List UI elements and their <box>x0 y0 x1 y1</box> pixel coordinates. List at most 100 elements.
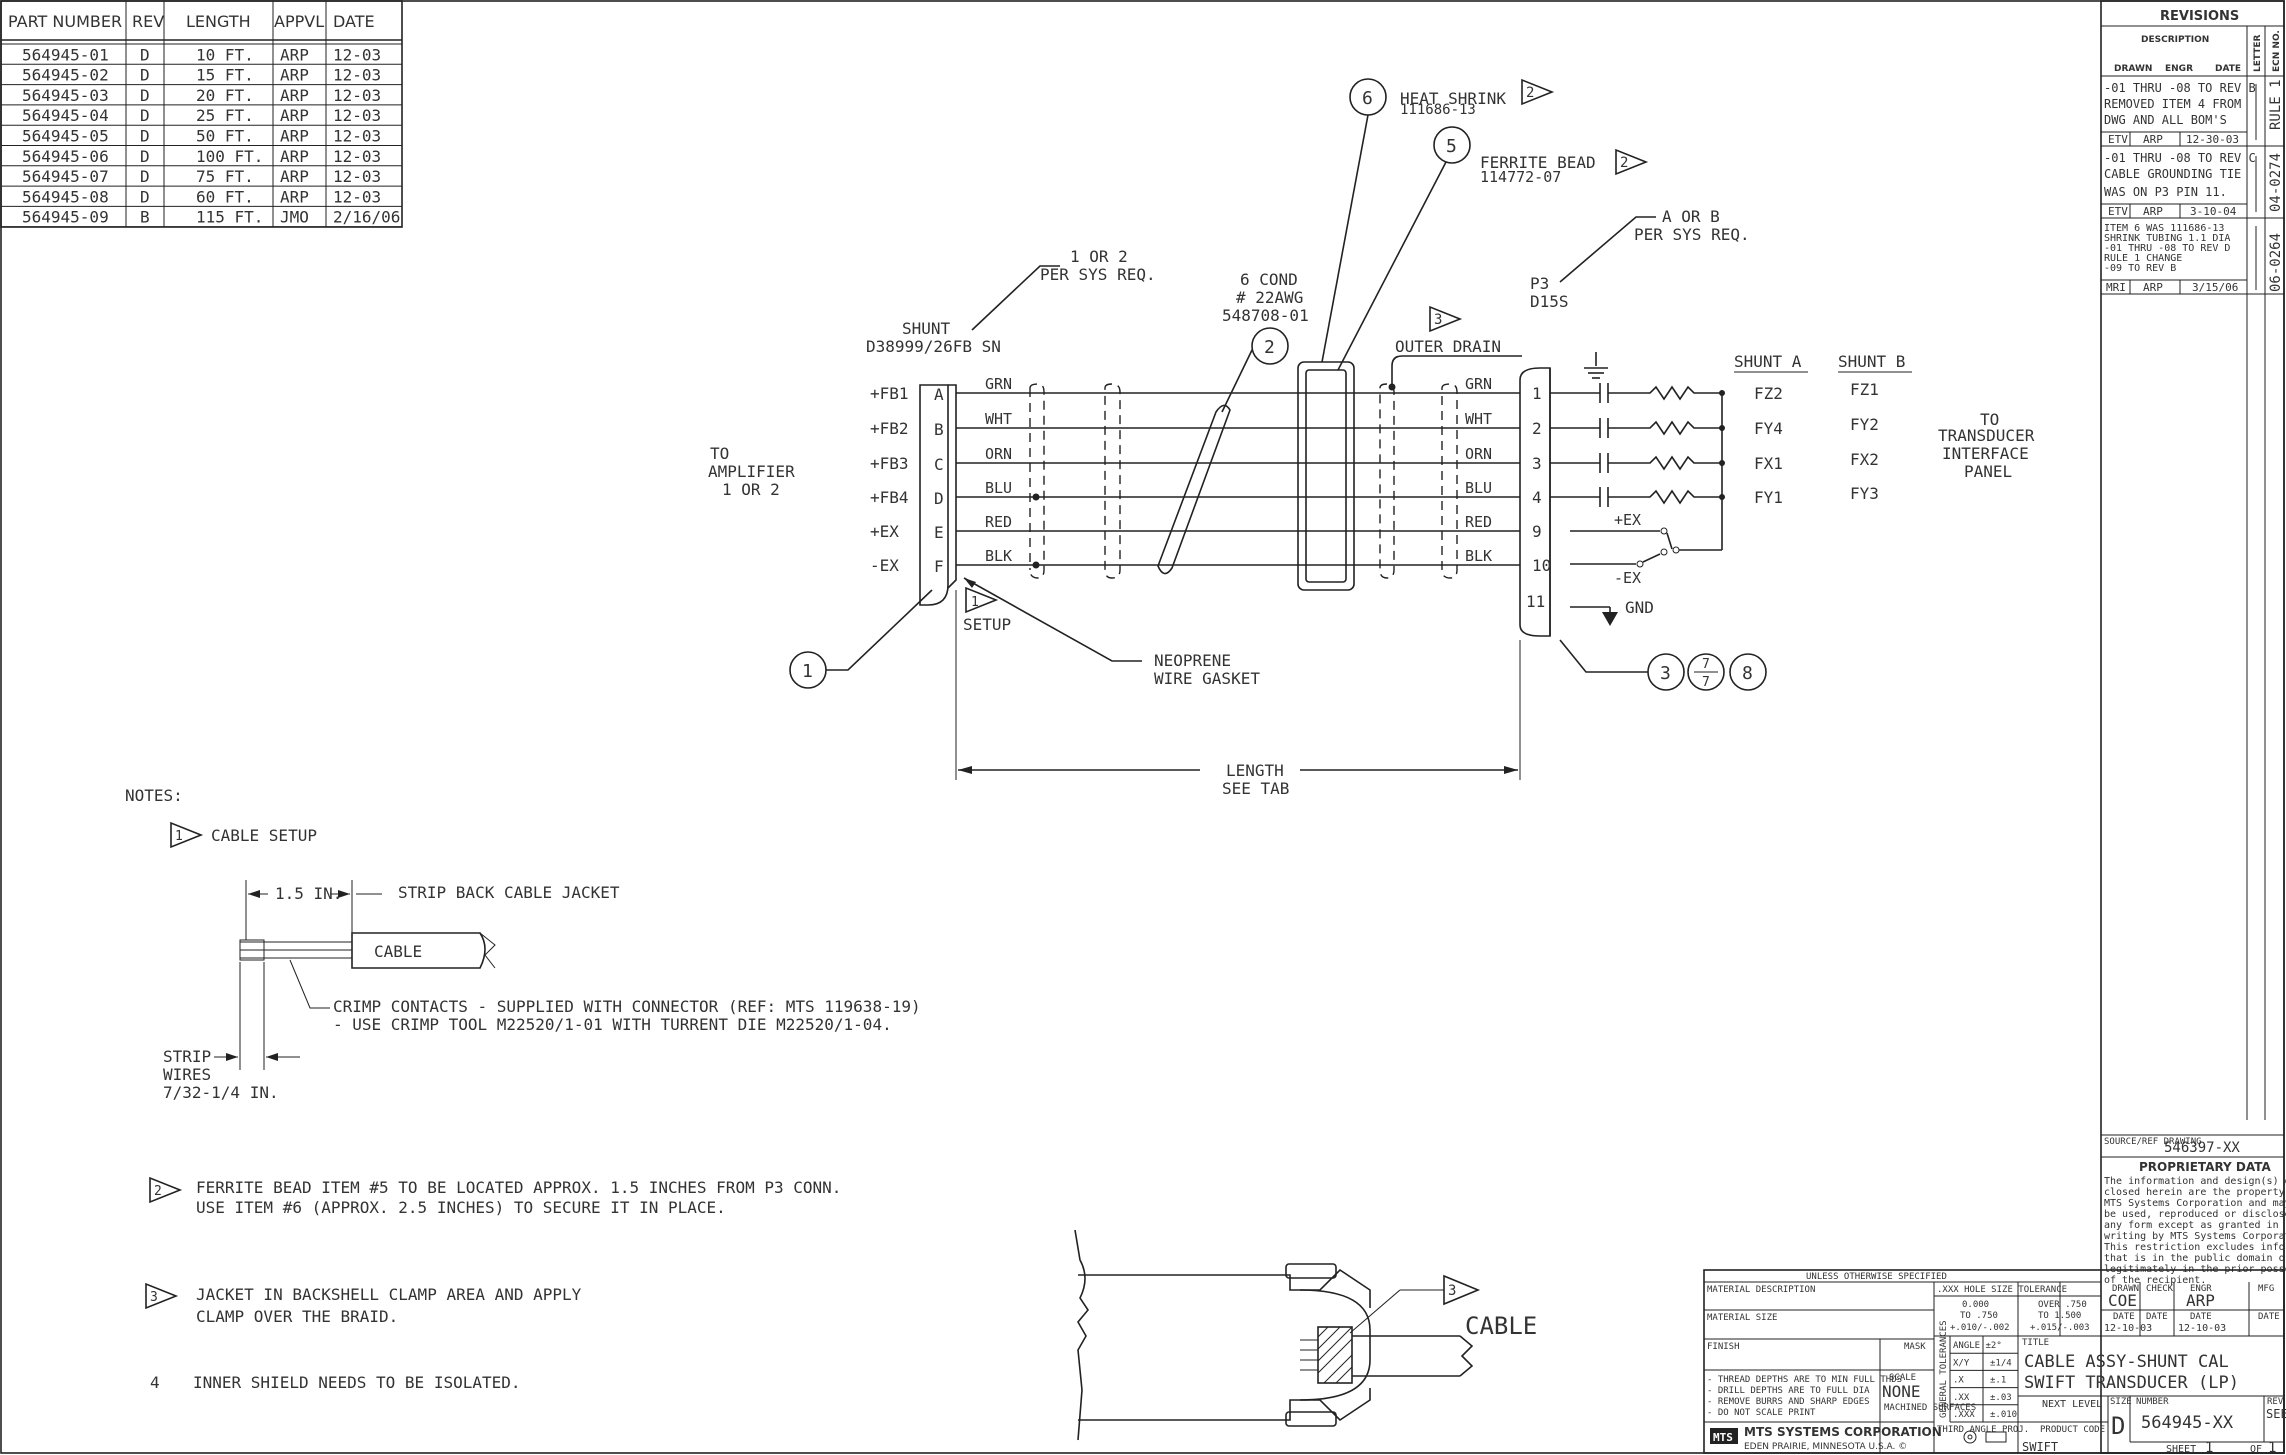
mfg-date-label: DATE <box>2258 1312 2280 1322</box>
wire-color-left: ORN <box>985 445 1012 463</box>
tab-cell: 564945-09 <box>22 208 109 227</box>
company-name: MTS SYSTEMS CORPORATION <box>1744 1425 1942 1439</box>
tab-cell: D <box>140 86 150 105</box>
ground-icon <box>1602 612 1618 626</box>
rev3-drawn: MRI <box>2106 281 2126 294</box>
tab-cell: B <box>140 208 150 227</box>
to-transducer-4: PANEL <box>1964 462 2012 481</box>
svg-text:1: 1 <box>175 829 183 844</box>
svg-text:6: 6 <box>1362 88 1373 109</box>
mfg-label: MFG <box>2258 1284 2274 1294</box>
outer-drain-label: OUTER DRAIN <box>1395 337 1501 356</box>
plus-ex-label: +EX <box>1614 511 1641 529</box>
strip-dimension: 1.5 IN. <box>275 884 342 903</box>
mask-label: MASK <box>1904 1342 1926 1352</box>
tab-cell: 12-03 <box>333 45 381 64</box>
tab-header-length: LENGTH <box>186 12 251 31</box>
wire-color-left: GRN <box>985 375 1012 393</box>
source-ref-label: SOURCE/REF DRAWING <box>2104 1137 2202 1147</box>
svg-text:3: 3 <box>150 1290 158 1305</box>
scale-label: SCALE <box>1889 1373 1916 1383</box>
projection-symbol-icon <box>1963 1430 1977 1444</box>
neoprene-1: NEOPRENE <box>1154 651 1231 670</box>
shunt-a-value: FZ2 <box>1754 384 1783 403</box>
title-label: TITLE <box>2022 1338 2049 1348</box>
wire-color-right: RED <box>1465 513 1492 531</box>
tab-cell: D <box>140 127 150 146</box>
rev-value: SEE TAB <box>2266 1407 2286 1421</box>
drawn-value: COE <box>2108 1291 2137 1310</box>
company-city: EDEN PRAIRIE, MINNESOTA U.S.A. © <box>1744 1442 1907 1452</box>
strip-back-text: STRIP BACK CABLE JACKET <box>398 883 620 902</box>
cable-label-1: 6 COND <box>1240 270 1298 289</box>
one-or-two-2: PER SYS REQ. <box>1040 265 1156 284</box>
minus-ex-label: -EX <box>1614 569 1641 587</box>
revisions-title: REVISIONS <box>2160 9 2239 24</box>
tab-cell: 50 FT. <box>196 127 254 146</box>
svg-text:5: 5 <box>1446 136 1457 157</box>
sheet-label: SHEET <box>2166 1444 2196 1455</box>
tab-cell: ARP <box>280 66 309 85</box>
rev2-line2: CABLE GROUNDING TIE <box>2104 167 2241 181</box>
tab-cell: 564945-08 <box>22 187 109 206</box>
check-label: CHECK <box>2146 1284 2174 1294</box>
tb-note-2: - DRILL DEPTHS ARE TO FULL DIA <box>1707 1386 1870 1396</box>
rev2-date: 3-10-04 <box>2190 205 2237 218</box>
left-pin: A <box>934 385 944 404</box>
svg-text:7: 7 <box>1702 657 1710 672</box>
proprietary-title: PROPRIETARY DATA <box>2139 1160 2271 1174</box>
check-date-label: DATE <box>2146 1312 2168 1322</box>
wire-color-right: BLK <box>1465 547 1492 565</box>
rev3-ecn: 06-0264 <box>2268 233 2284 292</box>
left-signal: -EX <box>870 556 899 575</box>
p3-label: P3 <box>1530 274 1549 293</box>
tol-header: .XXX HOLE SIZE TOLERANCE <box>1937 1285 2067 1295</box>
machined-label: MACHINED SURFACES <box>1884 1403 1976 1413</box>
flag-3 <box>1429 305 1463 333</box>
left-pin: C <box>934 455 944 474</box>
tab-cell: 12-03 <box>333 106 381 125</box>
revisions-date-header: DATE <box>2215 64 2241 74</box>
revisions-block: REVISIONS DESCRIPTION DRAWN ENGR DATE LE… <box>2100 0 2286 1454</box>
number-label: NUMBER <box>2136 1397 2169 1407</box>
rev1-line3: DWG AND ALL BOM'S <box>2104 113 2227 127</box>
tab-cell: JMO <box>280 208 309 227</box>
tol-row-label: .XX <box>1953 1393 1970 1403</box>
tab-cell: D <box>140 187 150 206</box>
source-ref-value: 546397-XX <box>2164 1140 2240 1156</box>
crimp-text-2: - USE CRIMP TOOL M22520/1-01 WITH TURREN… <box>333 1015 892 1034</box>
crimp-text-1: CRIMP CONTACTS - SUPPLIED WITH CONNECTOR… <box>333 997 921 1016</box>
resistor-icon <box>1608 420 1722 436</box>
wire-color-left: WHT <box>985 410 1012 428</box>
shunt-b-value: FY2 <box>1850 415 1879 434</box>
rev3-line4: RULE 1 CHANGE <box>2104 253 2182 264</box>
tab-cell: D <box>140 66 150 85</box>
one-or-two-1: 1 OR 2 <box>1070 247 1128 266</box>
heat-shrink-flag-num: 2 <box>1526 85 1534 101</box>
rev2-drawn: ETV <box>2108 205 2128 218</box>
tab-cell: 12-03 <box>333 127 381 146</box>
tab-cell: D <box>140 167 150 186</box>
tab-cell: 75 FT. <box>196 167 254 186</box>
general-tol: GENERAL TOLERANCES <box>1939 1320 1949 1418</box>
sheet-of: OF <box>2250 1444 2262 1455</box>
right-pin: 9 <box>1532 522 1542 541</box>
proprietary-line: This restriction excludes information <box>2104 1242 2286 1253</box>
scale-value: NONE <box>1882 1382 1921 1401</box>
proprietary-line: writing by MTS Systems Corporation. <box>2104 1231 2286 1242</box>
note2-line2: USE ITEM #6 (APPROX. 2.5 INCHES) TO SECU… <box>196 1198 726 1217</box>
right-pin: 2 <box>1532 419 1542 438</box>
to-transducer-2: TRANSDUCER <box>1938 426 2035 445</box>
clamp-braid <box>1317 1326 1353 1384</box>
size-value: D <box>2111 1412 2125 1440</box>
ferrite-bead <box>1297 361 1355 591</box>
rev3-date: 3/15/06 <box>2192 281 2238 294</box>
sheet-total: 1 <box>2268 1440 2276 1455</box>
proprietary-line: closed herein are the property of <box>2104 1187 2286 1198</box>
rev3-line2: SHRINK TUBING 1.1 DIA <box>2104 233 2230 244</box>
ferrite-flag <box>1615 148 1649 176</box>
tab-cell: ARP <box>280 147 309 166</box>
shunt-b-value: FZ1 <box>1850 380 1879 399</box>
tolerance-rows: ANGLE ±2°X/Y±1/4.X±.1.XX±.03.XXX±.010 <box>1950 1341 2018 1423</box>
proprietary-line: that is in the public domain or was <box>2104 1253 2286 1264</box>
